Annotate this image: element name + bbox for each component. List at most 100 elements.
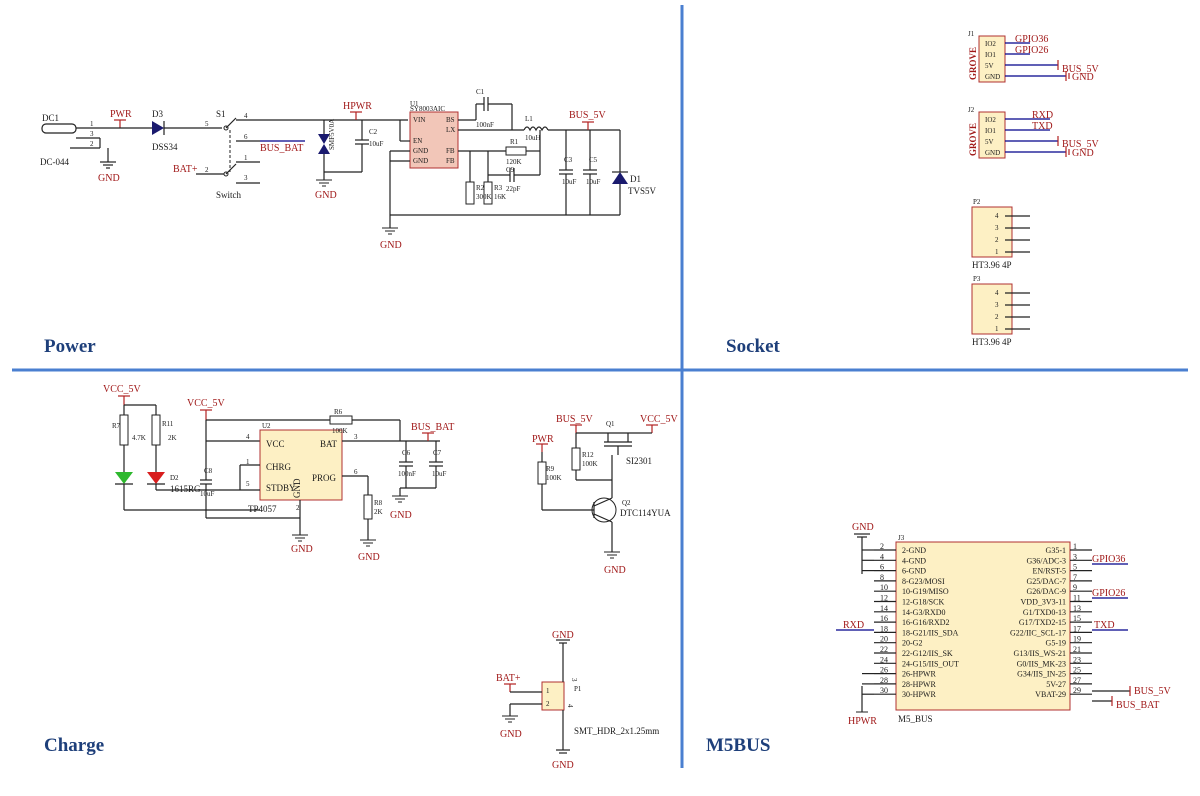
bat-plus-label: BAT+ [173, 164, 198, 175]
m5bus-right-pin-label: G25/DAC-7 [1026, 577, 1066, 586]
svg-text:3: 3 [995, 224, 999, 232]
m5bus-right-pin-number: 3 [1073, 552, 1077, 561]
m5bus-right-pin-number: 29 [1073, 686, 1081, 695]
m5bus-right-pin-label: G5-19 [1046, 639, 1066, 648]
gnd-label-u2: GND [291, 544, 313, 555]
c8-val: 10uF [200, 490, 215, 498]
m5bus-right-pin-label: G1/TXD0-13 [1023, 608, 1066, 617]
power-section: DC1 DC-044 1 3 2 GND PWR D3 DSS34 S1 5 4… [40, 88, 657, 251]
m5bus-left-pin-label: 20-G2 [902, 639, 922, 648]
bus5v-label-charge: BUS_5V [556, 414, 593, 425]
m5bus-right-pin-label: G17/TXD2-15 [1019, 618, 1066, 627]
j3-part: M5_BUS [898, 714, 933, 724]
r8-val: 2K [374, 508, 383, 516]
j2-ref: J2 [968, 106, 975, 114]
m5bus-left-pin-number: 2 [880, 542, 884, 551]
svg-text:VCC: VCC [266, 439, 285, 449]
svg-text:TXD: TXD [1032, 121, 1053, 132]
hpwr-label-m5bus: HPWR [848, 716, 877, 727]
dc1-pin-3: 3 [90, 130, 94, 138]
l1-val: 10uH [525, 134, 541, 142]
svg-text:GPIO26: GPIO26 [1015, 45, 1048, 56]
m5bus-left-pin-label: 30-HPWR [902, 690, 936, 699]
d1-ref: D1 [630, 174, 641, 184]
p2-ref: P2 [973, 198, 981, 206]
charger-ic-u2: U2 VCC CHRG STDBY BAT PROG GND 4 1 5 3 6… [246, 422, 358, 514]
m5bus-left-pin-label: 16-G16/RXD2 [902, 618, 950, 627]
m5bus-left-pin-number: 20 [880, 635, 888, 644]
gnd-label-r8: GND [358, 552, 380, 563]
m5bus-left-pin-label: 22-G12/IIS_SK [902, 649, 953, 658]
busbat-label-m5bus: BUS_BAT [1116, 700, 1159, 711]
r3-ref: R3 [494, 184, 503, 192]
m5bus-right-pin-number: 15 [1073, 614, 1081, 623]
m5bus-left-pin-number: 8 [880, 573, 884, 582]
svg-text:5V: 5V [985, 138, 994, 146]
gnd-label-q2: GND [604, 565, 626, 576]
m5bus-right-pin-number: 19 [1073, 635, 1081, 644]
d2-part: 1615RG [170, 484, 201, 494]
section-title-socket: Socket [726, 336, 781, 357]
m5bus-left-pin-number: 10 [880, 583, 888, 592]
m5bus-left-pin-number: 4 [880, 552, 884, 561]
j1-grove: GROVE [968, 47, 978, 80]
p3-ref: P3 [973, 275, 981, 283]
svg-text:2: 2 [995, 236, 999, 244]
section-title-m5bus: M5BUS [706, 735, 770, 756]
svg-text:2: 2 [205, 166, 209, 174]
svg-text:IO1: IO1 [985, 51, 996, 59]
pwr-net-label: PWR [110, 109, 132, 120]
gnd-label-power-rail: GND [380, 240, 402, 251]
svg-text:RXD: RXD [1032, 110, 1053, 121]
j3-ref: J3 [898, 534, 905, 542]
gpio26-label-m5bus: GPIO26 [1092, 588, 1125, 599]
d2-ref: D2 [170, 474, 179, 482]
svg-text:GND: GND [292, 478, 302, 498]
bus5v-label-m5bus: BUS_5V [1134, 686, 1171, 697]
rxd-label-m5bus: RXD [843, 620, 864, 631]
c2-val: 10uF [369, 140, 384, 148]
c5-ref: C5 [589, 156, 598, 164]
m5bus-left-pin-label: 2-GND [902, 546, 926, 555]
r1-ref: R1 [510, 138, 519, 146]
c9-ref: C9 [506, 166, 515, 174]
q1-part: SI2301 [626, 456, 652, 466]
m5bus-left-pin-number: 24 [880, 655, 888, 664]
svg-text:BUS_5V: BUS_5V [1062, 64, 1099, 75]
charge-section: VCC_5V R7 4.7K R11 2K D2 1615RG VCC_5V C… [103, 384, 679, 771]
c3-val: 10uF [562, 178, 577, 186]
r8-ref: R8 [374, 499, 383, 507]
svg-text:IO2: IO2 [985, 40, 996, 48]
gnd-label-p1-left: GND [500, 729, 522, 740]
m5bus-right-pin-label: G34/IIS_IN-25 [1017, 670, 1066, 679]
r7-ref: R7 [112, 422, 121, 430]
svg-text:2: 2 [296, 504, 300, 512]
svg-text:IO1: IO1 [985, 127, 996, 135]
svg-text:GND: GND [985, 73, 1000, 81]
smf5v0a-label: SMF5V0A [328, 119, 336, 150]
m5bus-right-pin-number: 1 [1073, 542, 1077, 551]
vcc5v-label-1: VCC_5V [103, 384, 142, 395]
m5bus-right-pin-number: 7 [1073, 573, 1077, 582]
svg-text:3: 3 [995, 301, 999, 309]
svg-text:STDBY: STDBY [266, 483, 296, 493]
svg-text:GND: GND [1072, 72, 1094, 83]
m5bus-right-pin-number: 11 [1073, 594, 1081, 603]
m5bus-right-pin-label: G36/ADC-3 [1026, 556, 1066, 565]
r3-val: 16K [494, 193, 506, 201]
bus-bat-label-power: BUS_BAT [260, 143, 303, 154]
r6-ref: R6 [334, 408, 343, 416]
r1-val: 120K [506, 158, 522, 166]
m5bus-left-pin-number: 26 [880, 666, 888, 675]
dc1-pin-1: 1 [90, 120, 94, 128]
m5bus-right-pin-label: G22/IIC_SCL-17 [1010, 628, 1066, 637]
grove-connector-j1: J1 GROVE IO2 IO1 5V GND GPIO36 GPIO26 BU… [968, 30, 1099, 83]
m5bus-left-pin-label: 18-G21/IIS_SDA [902, 628, 959, 637]
m5bus-left-pin-label: 14-G3/RXD0 [902, 608, 946, 617]
svg-text:4: 4 [246, 433, 250, 441]
svg-text:1: 1 [246, 458, 250, 466]
r12-ref: R12 [582, 451, 594, 459]
r9-val: 100K [546, 474, 562, 482]
svg-text:BUS_5V: BUS_5V [1062, 139, 1099, 150]
